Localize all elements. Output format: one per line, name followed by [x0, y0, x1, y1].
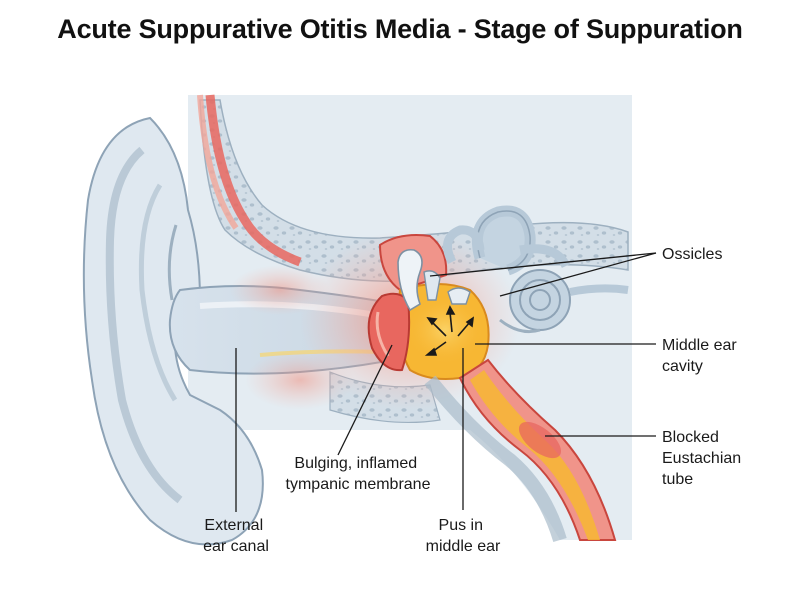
ossicles: [397, 248, 471, 312]
label-middle-ear-cavity: Middle ear cavity: [662, 337, 741, 375]
pressure-arrows: [424, 305, 475, 356]
leader-lines: [235, 252, 657, 512]
label-tympanic-membrane: Bulging, inflamed tympanic membrane: [286, 455, 431, 493]
inner-ear: [443, 205, 629, 334]
label-pus: Pus in middle ear: [426, 517, 501, 555]
skin-layer: [205, 94, 302, 267]
label-blocked-eustachian-tube: Blocked Eustachian tube: [662, 429, 746, 488]
label-ossicles: Ossicles: [662, 246, 722, 263]
label-external-ear-canal: External ear canal: [203, 517, 269, 555]
page-title: Acute Suppurative Otitis Media - Stage o…: [57, 14, 743, 44]
blocked-eustachian-tube: [470, 370, 600, 540]
